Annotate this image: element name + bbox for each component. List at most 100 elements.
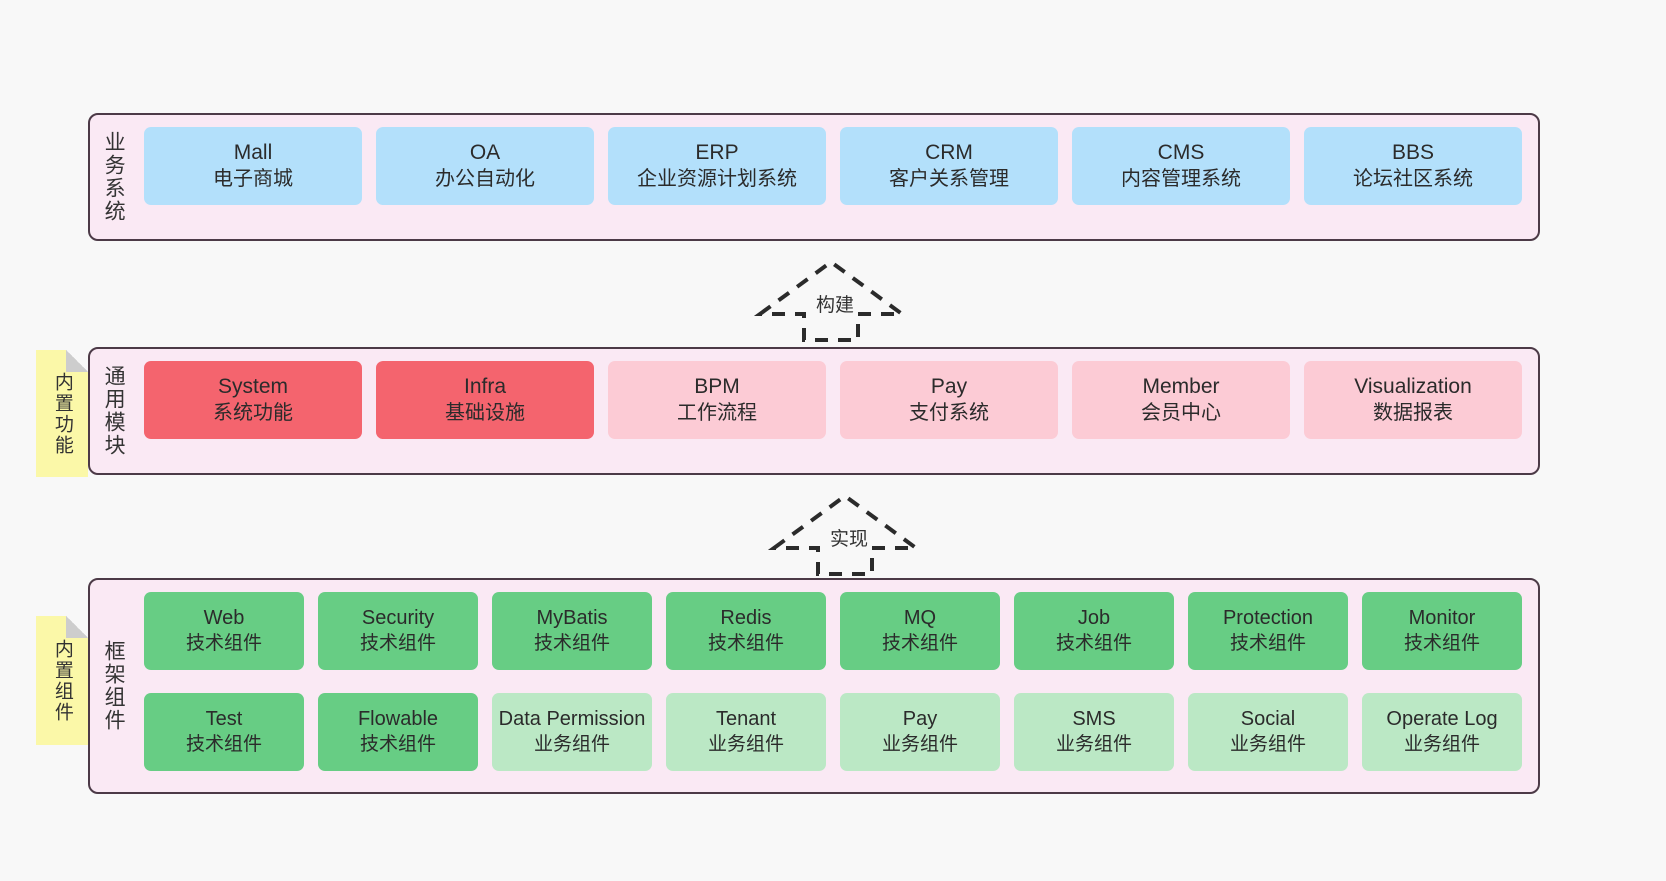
- node-desc: 系统功能: [213, 401, 293, 424]
- node-data-permission[interactable]: Data Permission 业务组件: [492, 693, 652, 771]
- arrow-build: 构建: [753, 258, 909, 342]
- node-security[interactable]: Security 技术组件: [318, 592, 478, 670]
- node-title: Security: [361, 607, 435, 630]
- node-desc: 电子商城: [213, 167, 293, 190]
- node-member[interactable]: Member 会员中心: [1072, 361, 1290, 439]
- node-flowable[interactable]: Flowable 技术组件: [318, 693, 478, 771]
- layer-title-modules: 通用模块: [102, 365, 126, 457]
- node-desc: 论坛社区系统: [1353, 167, 1473, 190]
- node-crm[interactable]: CRM 客户关系管理: [840, 127, 1058, 205]
- node-desc: 技术组件: [1229, 632, 1306, 654]
- node-sms[interactable]: SMS 业务组件: [1014, 693, 1174, 771]
- node-desc: 技术组件: [533, 632, 610, 654]
- node-mall[interactable]: Mall 电子商城: [144, 127, 362, 205]
- node-protection[interactable]: Protection 技术组件: [1188, 592, 1348, 670]
- node-desc: 工作流程: [677, 401, 757, 424]
- node-title: Flowable: [357, 708, 439, 731]
- node-visualization[interactable]: Visualization 数据报表: [1304, 361, 1522, 439]
- layer-business-systems: 业务系统 Mall 电子商城 OA 办公自动化 ERP 企业资源计划系统 CRM…: [88, 113, 1540, 241]
- node-desc: 支付系统: [909, 401, 989, 424]
- node-mq[interactable]: MQ 技术组件: [840, 592, 1000, 670]
- node-title: Protection: [1222, 607, 1314, 630]
- node-system[interactable]: System 系统功能: [144, 361, 362, 439]
- node-title: Redis: [720, 607, 772, 630]
- node-desc: 业务组件: [707, 733, 784, 755]
- node-desc: 企业资源计划系统: [637, 167, 797, 190]
- node-title: Mall: [233, 140, 273, 164]
- layer-body-framework: Web 技术组件 Security 技术组件 MyBatis 技术组件 Redi…: [136, 580, 1538, 792]
- node-desc: 办公自动化: [435, 167, 535, 190]
- framework-node-row-1: Web 技术组件 Security 技术组件 MyBatis 技术组件 Redi…: [144, 592, 1522, 679]
- arrow-implement: 实现: [767, 492, 923, 576]
- node-title: CRM: [925, 140, 973, 164]
- node-title: BBS: [1391, 140, 1435, 164]
- node-test[interactable]: Test 技术组件: [144, 693, 304, 771]
- layer-title-framework: 框架组件: [102, 640, 126, 732]
- node-desc: 技术组件: [359, 733, 436, 755]
- node-title: System: [217, 374, 288, 398]
- node-desc: 技术组件: [707, 632, 784, 654]
- node-title: Visualization: [1354, 374, 1472, 398]
- arrow-implement-icon: [767, 493, 923, 576]
- node-title: Member: [1142, 374, 1220, 398]
- node-title: Web: [203, 607, 245, 630]
- arrow-build-label: 构建: [816, 295, 855, 316]
- node-desc: 业务组件: [1229, 733, 1306, 755]
- node-pay-component[interactable]: Pay 业务组件: [840, 693, 1000, 771]
- node-title: Pay: [902, 708, 938, 731]
- node-title: Infra: [463, 374, 507, 398]
- node-bpm[interactable]: BPM 工作流程: [608, 361, 826, 439]
- arrow-build-icon: [753, 259, 909, 342]
- node-title: ERP: [695, 140, 739, 164]
- node-infra[interactable]: Infra 基础设施: [376, 361, 594, 439]
- node-desc: 技术组件: [185, 733, 262, 755]
- node-title: Test: [205, 708, 243, 731]
- node-title: Tenant: [715, 708, 777, 731]
- sticky-note-builtin-components: 内置组件: [36, 616, 88, 745]
- node-oa[interactable]: OA 办公自动化: [376, 127, 594, 205]
- layer-framework-components: 框架组件 Web 技术组件 Security 技术组件 MyBatis 技术组件…: [88, 578, 1540, 794]
- node-title: SMS: [1072, 708, 1116, 731]
- node-desc: 数据报表: [1373, 401, 1453, 424]
- node-title: Pay: [930, 374, 968, 398]
- business-node-row: Mall 电子商城 OA 办公自动化 ERP 企业资源计划系统 CRM 客户关系…: [144, 127, 1522, 227]
- node-title: MQ: [903, 607, 937, 630]
- node-mybatis[interactable]: MyBatis 技术组件: [492, 592, 652, 670]
- node-tenant[interactable]: Tenant 业务组件: [666, 693, 826, 771]
- node-redis[interactable]: Redis 技术组件: [666, 592, 826, 670]
- node-title: Social: [1240, 708, 1296, 731]
- node-operate-log[interactable]: Operate Log 业务组件: [1362, 693, 1522, 771]
- node-social[interactable]: Social 业务组件: [1188, 693, 1348, 771]
- arrow-implement-label: 实现: [830, 529, 869, 550]
- node-desc: 业务组件: [533, 733, 610, 755]
- modules-node-row: System 系统功能 Infra 基础设施 BPM 工作流程 Pay 支付系统…: [144, 361, 1522, 461]
- node-desc: 业务组件: [881, 733, 958, 755]
- node-title: Monitor: [1408, 607, 1476, 630]
- node-cms[interactable]: CMS 内容管理系统: [1072, 127, 1290, 205]
- layer-body-business: Mall 电子商城 OA 办公自动化 ERP 企业资源计划系统 CRM 客户关系…: [136, 115, 1538, 239]
- node-desc: 技术组件: [1055, 632, 1132, 654]
- node-title: OA: [469, 140, 501, 164]
- node-title: Job: [1077, 607, 1111, 630]
- node-desc: 业务组件: [1055, 733, 1132, 755]
- layer-common-modules: 通用模块 System 系统功能 Infra 基础设施 BPM 工作流程 Pay…: [88, 347, 1540, 475]
- node-desc: 基础设施: [445, 401, 525, 424]
- sticky-label: 内置组件: [51, 638, 73, 723]
- node-job[interactable]: Job 技术组件: [1014, 592, 1174, 670]
- node-title: Operate Log: [1386, 708, 1498, 731]
- node-monitor[interactable]: Monitor 技术组件: [1362, 592, 1522, 670]
- layer-title-business: 业务系统: [102, 131, 126, 223]
- node-desc: 内容管理系统: [1121, 167, 1241, 190]
- node-erp[interactable]: ERP 企业资源计划系统: [608, 127, 826, 205]
- node-title: MyBatis: [536, 607, 608, 630]
- node-bbs[interactable]: BBS 论坛社区系统: [1304, 127, 1522, 205]
- sticky-label: 内置功能: [51, 371, 73, 456]
- node-web[interactable]: Web 技术组件: [144, 592, 304, 670]
- node-desc: 技术组件: [1403, 632, 1480, 654]
- node-pay-module[interactable]: Pay 支付系统: [840, 361, 1058, 439]
- node-desc: 客户关系管理: [889, 167, 1009, 190]
- node-desc: 技术组件: [881, 632, 958, 654]
- layer-body-modules: System 系统功能 Infra 基础设施 BPM 工作流程 Pay 支付系统…: [136, 349, 1538, 473]
- node-title: CMS: [1157, 140, 1205, 164]
